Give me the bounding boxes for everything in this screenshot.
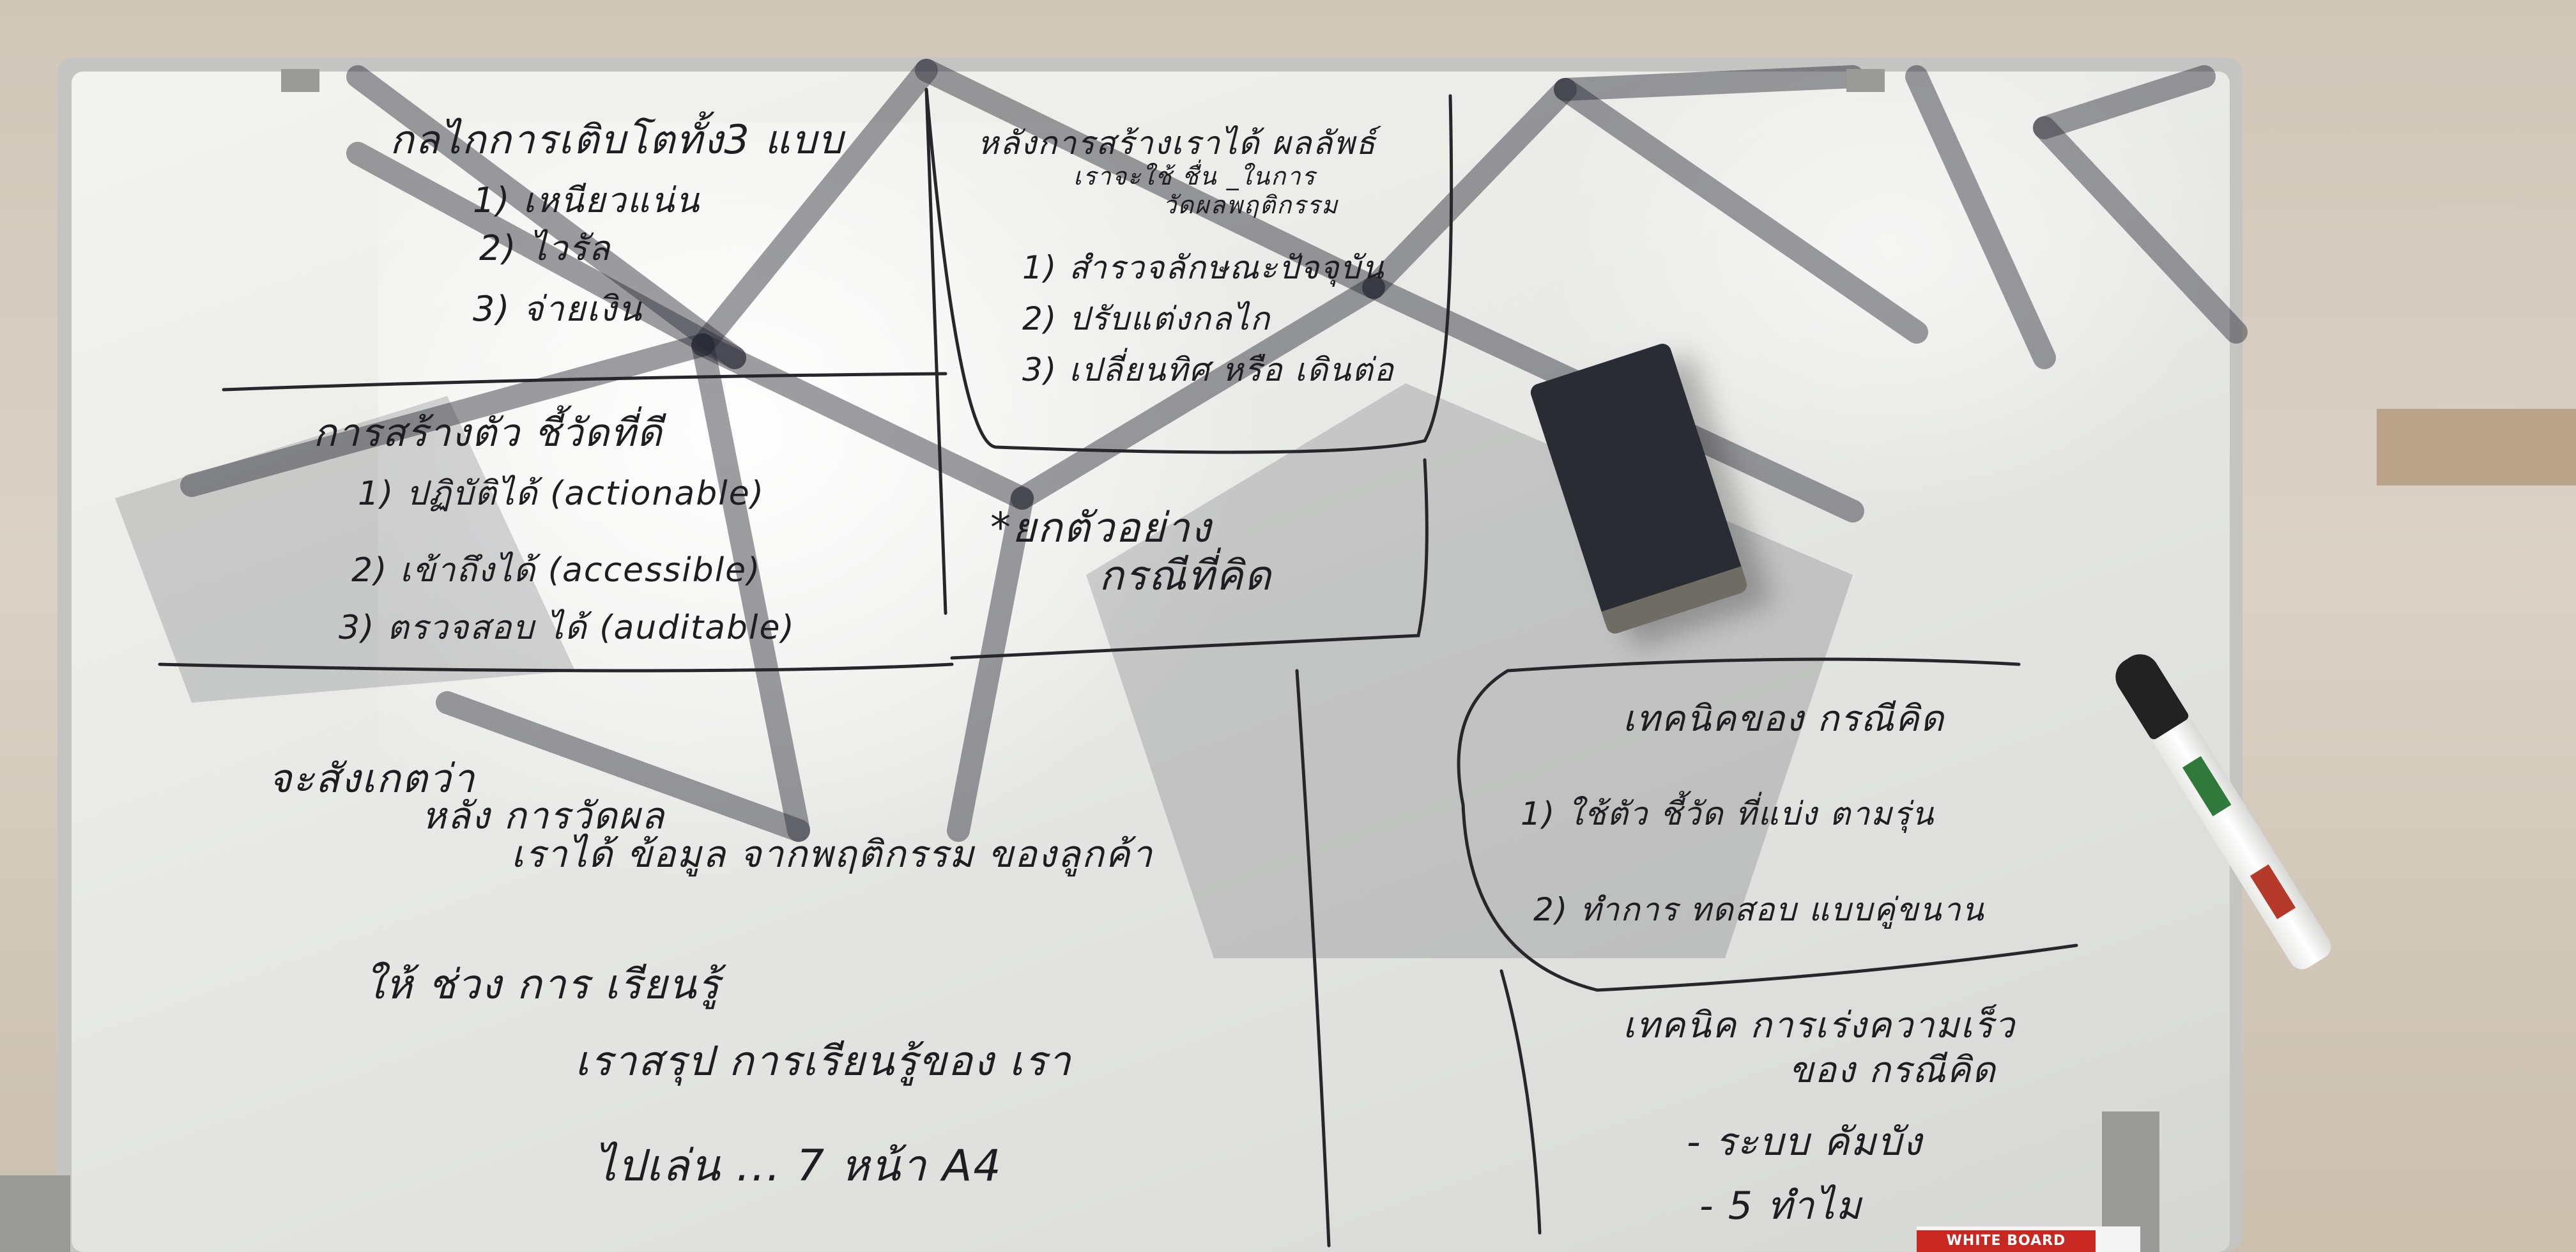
section-box-top-middle — [924, 88, 1453, 454]
heading-good-metrics: การสร้างตัว ชี้วัดที่ดี — [313, 411, 663, 455]
shadow-region — [115, 396, 575, 703]
heading-growth-engines: กลไกการเติบโตทั้ง3 แบบ — [390, 116, 845, 163]
note-line: หลัง การวัดผล — [422, 794, 666, 837]
whiteboard-brand-label: WHITE BOARD — [1917, 1230, 2096, 1252]
shadow-beam — [947, 487, 1034, 842]
example-label: *ยกตัวอย่าง — [990, 505, 1212, 552]
shadow-beam — [2033, 65, 2216, 139]
note-line: เราได้ ข้อมูล จากพฤติกรรม ของลูกค้า — [511, 832, 1154, 876]
board-stand-bracket — [0, 1175, 70, 1252]
shadow-beam — [1905, 65, 2056, 369]
shadow-beam — [691, 333, 810, 842]
list-item: - 5 ทำไม — [1699, 1184, 1862, 1228]
subheading: เราจะใช้ ชื่น _ในการ — [1073, 162, 1316, 190]
list-item: 2) ไวรัล — [479, 228, 611, 268]
list-item: 3) เปลี่ยนทิศ หรือ เดินต่อ — [1022, 351, 1395, 388]
section-box-middle-center — [950, 458, 1429, 660]
note-line: ไปเล่น ... 7 หน้า A4 — [594, 1141, 1002, 1191]
divider-line — [1295, 669, 1331, 1248]
shadow-beam — [346, 65, 746, 369]
shadow-beam — [1554, 78, 1928, 344]
sunlight-glare — [378, 123, 1273, 889]
shadow-beam — [2033, 116, 2248, 344]
board-clip — [281, 69, 319, 92]
list-item: 2) ปรับแต่งกลไก — [1022, 300, 1271, 337]
list-item: 1) ปฏิบัติได้ (actionable) — [358, 475, 765, 513]
note-line: เราสรุป การเรียนรู้ของ เรา — [575, 1038, 1072, 1085]
shadow-beam — [1554, 65, 1864, 101]
divider-line — [1506, 657, 2021, 673]
divider-line — [1499, 969, 1542, 1235]
example-label: กรณีที่คิด — [1099, 553, 1273, 600]
shadow-beam — [1011, 276, 1385, 510]
wall-trim — [2377, 409, 2576, 485]
list-item: 3) ตรวจสอบ ได้ (auditable) — [339, 609, 795, 647]
heading-after-build: หลังการสร้างเราได้ ผลลัพธ์ — [977, 125, 1377, 162]
shadow-beam — [180, 333, 714, 497]
divider-line — [158, 662, 954, 673]
list-item: 3) จ่ายเงิน — [473, 289, 643, 329]
list-item: 1) ใช้ตัว ชี้วัด ที่แบ่ง ตามรุ่น — [1521, 795, 1935, 832]
shadow-beam — [691, 59, 938, 356]
list-item: 1) สำรวจลักษณะปัจจุบัน — [1022, 249, 1385, 286]
shadow-beam — [346, 142, 746, 369]
section-box-right-upper — [1457, 669, 2078, 992]
divider-line — [222, 372, 947, 392]
list-item: 2) ทำการ ทดสอบ แบบคู่ขนาน — [1533, 891, 1985, 928]
shadow-beam — [691, 333, 1034, 510]
note-line: จะสังเกตว่า — [268, 755, 476, 802]
shadow-beam — [436, 691, 810, 842]
subheading: วัดผลพฤติกรรม — [1163, 191, 1339, 219]
list-item: 1) เหนียวแน่น — [473, 180, 701, 220]
heading-techniques: เทคนิคของ กรณีคิด — [1623, 698, 1945, 740]
list-item: 2) เข้าถึงได้ (accessible) — [351, 551, 762, 590]
divider-line — [924, 88, 947, 615]
board-clip — [1846, 69, 1885, 92]
heading-acceleration: เทคนิค การเร่งความเร็ว — [1623, 1005, 2016, 1046]
subheading: ของ กรณีคิด — [1789, 1050, 1997, 1091]
shadow-beam — [1362, 78, 1577, 299]
note-line: ให้ ช่วง การ เรียนรู้ — [364, 961, 721, 1009]
whiteboard-surface — [72, 72, 2230, 1252]
list-item: - ระบบ คัมบัง — [1687, 1120, 1923, 1164]
shadow-beam — [915, 59, 1385, 299]
